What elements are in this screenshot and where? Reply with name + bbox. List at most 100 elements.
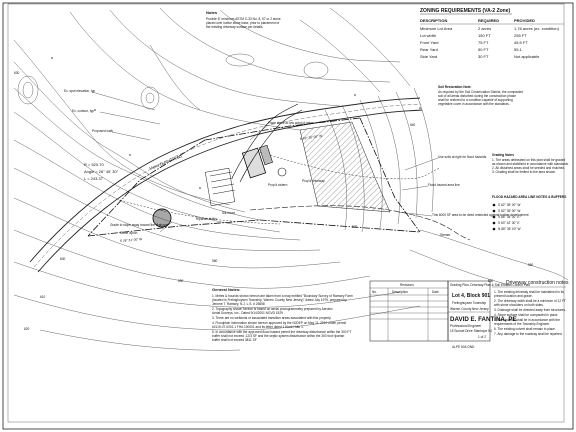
spot-elevation-mark bbox=[354, 94, 356, 96]
sheet-title: Grading Plan, Driveway Plan & Soil Erosi… bbox=[450, 283, 530, 287]
property-line-front bbox=[204, 117, 361, 141]
contour-line bbox=[13, 39, 231, 206]
contour-line bbox=[149, 44, 201, 111]
leader bbox=[111, 131, 151, 141]
spot-elevation-mark bbox=[419, 107, 421, 109]
grading-note-line: 3. Grading shall be limited to the area … bbox=[492, 170, 556, 174]
leader bbox=[397, 211, 433, 217]
contour-label: 600 bbox=[60, 257, 66, 261]
zoning-cell: Side Yard bbox=[420, 54, 437, 59]
contour-label: 560 bbox=[528, 263, 534, 267]
leader bbox=[99, 111, 161, 125]
spot-elevations bbox=[51, 57, 421, 189]
spot-elevation-mark bbox=[94, 109, 96, 111]
zoning-header-required: REQUIRED bbox=[478, 18, 499, 23]
label-curve-length: L = 243.37 bbox=[84, 176, 104, 181]
contour-hill bbox=[22, 81, 34, 99]
stone-apron-circle bbox=[152, 208, 172, 228]
engineer-name: DAVID E. FANTINA, PE bbox=[450, 316, 517, 323]
general-note: 1. Metes & bounds shown hereon are taken… bbox=[212, 294, 353, 298]
flood-hazard-line bbox=[249, 149, 441, 180]
revisions-header-no: No. bbox=[372, 290, 377, 294]
zoning-title: ZONING REQUIREMENTS (VA-2 Zone) bbox=[420, 8, 511, 14]
riparian-buffer-line bbox=[119, 199, 281, 225]
driveway-note: 2. The driveway width shall be a minimum… bbox=[494, 299, 566, 303]
county: Warren County bbox=[450, 307, 472, 311]
garage-footprint bbox=[259, 144, 273, 166]
driveway-note: 1. The existing driveway shall be mainta… bbox=[494, 290, 564, 294]
septic-lateral bbox=[210, 177, 234, 183]
zoning-cell: Rear Yard bbox=[420, 47, 438, 52]
zoning-cell: Front Yard bbox=[420, 40, 439, 45]
general-note: 2. Topography shown hereon is based on a… bbox=[212, 307, 333, 311]
general-note: 3. There are no wetlands or associated t… bbox=[212, 316, 332, 320]
label-curve-radius: R = 520.70 bbox=[84, 162, 104, 167]
contour-label: 630 bbox=[14, 71, 20, 75]
septic-bed bbox=[204, 167, 236, 207]
contour-label: 620 bbox=[24, 327, 30, 331]
spot-elevation-mark bbox=[51, 57, 53, 59]
notes-line: Provide 6" minimum ASTM C-33 No. 8, 57 o… bbox=[206, 17, 281, 21]
label-stone-apron: Stone apron bbox=[120, 231, 138, 235]
label-riparian: Riparian buffer bbox=[196, 217, 218, 221]
legend-item: S 88° 35' 00" E bbox=[498, 215, 519, 219]
contour-line bbox=[419, 229, 569, 281]
label-bearing-2: S 28° 31' 00" W bbox=[120, 237, 143, 243]
legend-item: S 82° 35' 00" W bbox=[498, 209, 520, 213]
deed-restricted-area bbox=[299, 121, 391, 213]
label-cistern: Prop'd cistern bbox=[268, 183, 288, 187]
label-stream: Stream bbox=[440, 233, 451, 237]
legend-title: FLOOD HAZARD AREA LINE NOTES & BUFFERS bbox=[492, 195, 566, 199]
legend-bullet bbox=[492, 215, 496, 219]
notes-title: Notes bbox=[206, 10, 218, 15]
label-proposed-walk: Proposed walk bbox=[92, 129, 113, 133]
leader bbox=[249, 124, 269, 141]
zoning-cell: 2 acres bbox=[478, 26, 491, 31]
contour-hill bbox=[140, 86, 160, 110]
drawing-border bbox=[7, 3, 565, 423]
property-line-rear bbox=[87, 219, 421, 237]
property-lines bbox=[87, 117, 421, 237]
soil-note-line: As required by the Soil Conservation Dis… bbox=[438, 90, 523, 94]
contour-line bbox=[69, 11, 301, 131]
contour-line bbox=[39, 329, 241, 351]
legend-bullet bbox=[492, 203, 496, 207]
contour-line bbox=[13, 61, 246, 213]
leader bbox=[404, 157, 439, 171]
soil-restoration-notes: Soil Restoration Note: As required by th… bbox=[438, 85, 523, 106]
contour-line bbox=[13, 87, 261, 221]
zoning-cell: 150 FT bbox=[478, 33, 491, 38]
contour-label: 610 bbox=[40, 295, 46, 299]
label-bearing-1: N 62° 35' 00" W bbox=[300, 134, 323, 141]
engineer-firm: Professional Engineer bbox=[450, 324, 482, 328]
road bbox=[29, 97, 423, 273]
contour-line bbox=[395, 91, 418, 219]
legend-item: N 88° 35' 00" W bbox=[498, 227, 521, 231]
driveway-note: with stone shoulders on both sides. bbox=[494, 303, 544, 307]
contour-line bbox=[109, 9, 341, 107]
label-silt-fence: Silt fence bbox=[222, 211, 235, 215]
driveway-note: 7. Any damage to the roadway shall be re… bbox=[494, 332, 563, 336]
zoning-cell: 50 FT bbox=[478, 47, 489, 52]
label-flood-hazard: Flood hazard area line bbox=[428, 183, 460, 187]
spot-elevation-mark bbox=[199, 187, 201, 189]
cistern bbox=[277, 167, 287, 177]
general-note: 5. In accordance with the approved flood… bbox=[212, 330, 351, 334]
contour-label: 640 bbox=[410, 123, 416, 127]
property-line-side bbox=[359, 117, 421, 233]
label-place-stone: Place stone at low point of drive bbox=[268, 121, 313, 125]
contour-line bbox=[329, 7, 411, 87]
contour-line bbox=[13, 167, 321, 251]
leader bbox=[401, 185, 429, 191]
zoning-cell: Lot width bbox=[420, 33, 436, 38]
grading-note-line: 2. All disturbed areas shall be seeded a… bbox=[492, 166, 565, 170]
septic-lateral bbox=[209, 171, 233, 177]
driveway-note: 5. Construction shall be in accordance w… bbox=[494, 318, 560, 322]
contour-label: 570 bbox=[352, 225, 358, 229]
driveway-note: 6. The existing culvert shall remain in … bbox=[494, 327, 556, 331]
contour-line bbox=[299, 19, 381, 93]
general-note: 4. Floodplain information shown hereon a… bbox=[212, 321, 346, 325]
zoning-header-provided: PROVIDED bbox=[514, 18, 535, 23]
zoning-cell: 1.78 acres (ex. condition) bbox=[514, 26, 560, 31]
contour-label: 550 bbox=[488, 279, 494, 283]
